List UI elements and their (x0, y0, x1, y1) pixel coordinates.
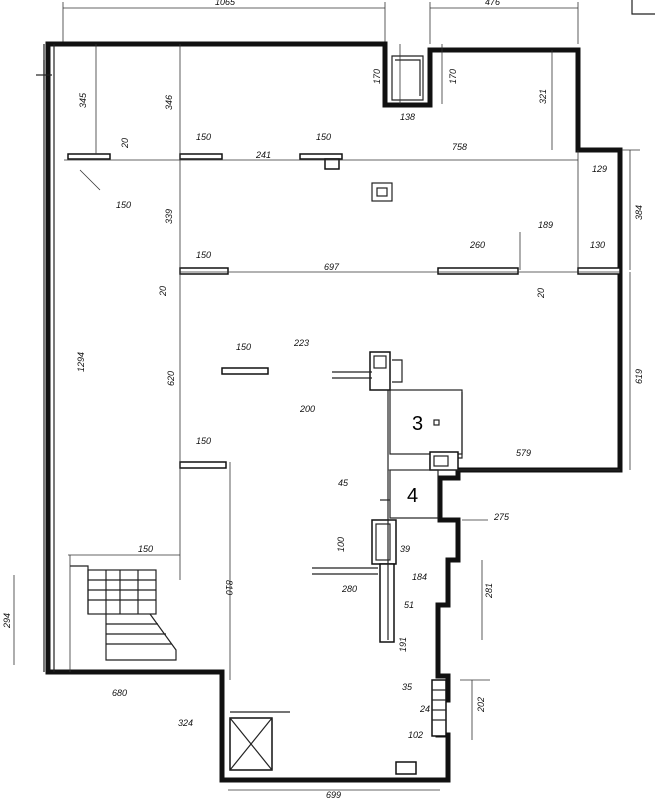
pier-6 (577, 267, 621, 275)
dim-top-left: 1065 (215, 0, 236, 7)
dim-label: 24 (419, 704, 430, 714)
dim-label: 102 (408, 730, 423, 740)
dim-label: 324 (178, 718, 193, 728)
dim-label: 20 (536, 288, 546, 299)
dim-label: 384 (634, 205, 644, 220)
dim-label: 150 (196, 132, 211, 142)
elevator-shaft (229, 711, 290, 771)
room-3-outline (389, 389, 463, 455)
dim-label: 100 (336, 537, 346, 552)
dim-label: 35 (402, 682, 413, 692)
dim-label: 697 (324, 262, 340, 272)
riser-right (431, 679, 447, 737)
dim-label: 294 (2, 613, 12, 629)
dim-label: 680 (112, 688, 127, 698)
left-window-strip (36, 44, 55, 672)
dim-label: 223 (293, 338, 309, 348)
room-3-marker (433, 419, 440, 426)
pier-3-foot (324, 158, 340, 170)
dim-label: 189 (538, 220, 553, 230)
dim-label: 150 (196, 436, 211, 446)
top-dimension-line: 1065 476 (62, 0, 579, 44)
dim-label: 150 (236, 342, 251, 352)
vent-square-outer (371, 182, 393, 202)
room-label-3: 3 (412, 413, 423, 435)
dim-label: 191 (398, 637, 408, 652)
pier-2 (179, 153, 223, 160)
dimension-lines (13, 44, 640, 791)
dim-label: 275 (493, 512, 510, 522)
pier-5 (437, 267, 519, 275)
dim-label: 138 (400, 112, 415, 122)
dim-bottom: 699 (326, 790, 341, 800)
dim-label: 20 (120, 138, 130, 149)
dim-label: 619 (634, 369, 644, 384)
dim-label: 20 (158, 286, 168, 297)
dim-label: 200 (299, 404, 315, 414)
pier-4 (179, 267, 229, 275)
dim-label: 130 (590, 240, 605, 250)
dim-label: 184 (412, 572, 427, 582)
sheet-frame-corner (631, 0, 655, 15)
dim-label: 321 (538, 89, 548, 104)
dim-label: 339 (164, 209, 174, 224)
central-core (312, 351, 463, 643)
dimension-labels: 345 346 170 170 138 321 20 150 150 241 7… (2, 69, 644, 800)
dim-label: 150 (116, 200, 131, 210)
dim-label: 39 (400, 544, 410, 554)
dim-label: 280 (341, 584, 357, 594)
dim-label: 346 (164, 95, 174, 110)
dim-label: 150 (196, 250, 211, 260)
dim-label: 810 (224, 580, 234, 595)
dim-label: 345 (78, 92, 88, 108)
dim-label: 579 (516, 448, 531, 458)
dim-label: 150 (138, 544, 153, 554)
dim-label: 51 (404, 600, 414, 610)
outer-wall (45, 41, 623, 783)
pier-8 (179, 461, 227, 469)
dim-label: 758 (452, 142, 467, 152)
dim-label: 260 (469, 240, 485, 250)
dim-label: 150 (316, 132, 331, 142)
shaft-top-inner (395, 59, 421, 96)
dim-label: 620 (166, 371, 176, 386)
pier-1 (67, 153, 111, 160)
vent-square-inner (376, 187, 388, 197)
staircase (70, 565, 177, 661)
pier-7 (221, 367, 269, 375)
dim-label: 170 (448, 69, 458, 84)
bottom-stub (395, 761, 417, 775)
dim-label: 202 (476, 697, 486, 713)
dim-top-right: 476 (485, 0, 500, 7)
dim-label: 129 (592, 164, 607, 174)
dim-label: 1294 (76, 352, 86, 372)
dim-label: 45 (338, 478, 349, 488)
dim-label: 170 (372, 69, 382, 84)
dim-label: 241 (255, 150, 271, 160)
dim-label: 281 (484, 583, 494, 599)
pier-3 (299, 153, 343, 160)
room-label-4: 4 (407, 485, 418, 507)
shaft-top (391, 55, 424, 101)
